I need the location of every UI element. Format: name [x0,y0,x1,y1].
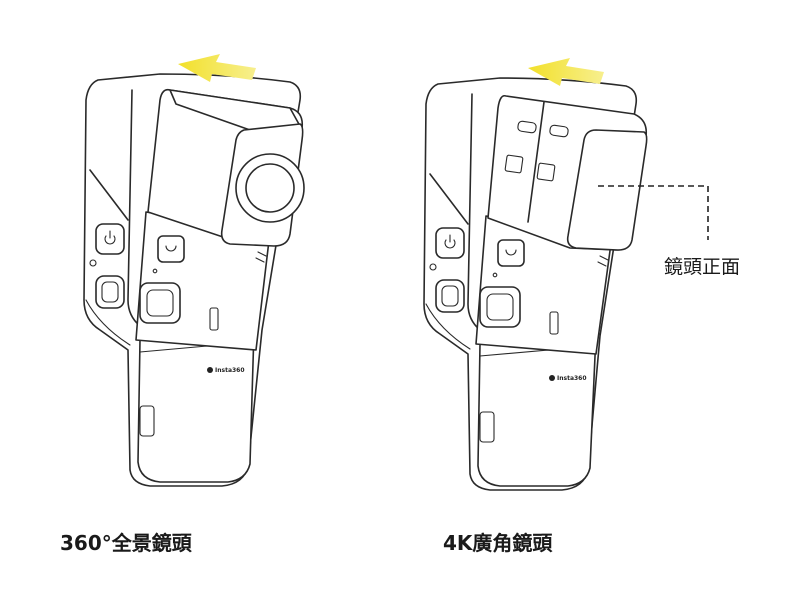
shutter-button-icon [101,281,119,303]
arrow-left-icon [528,58,604,86]
left-pouch-clip [139,405,155,437]
right-core-port [549,311,559,335]
power-icon [505,249,517,256]
power-icon [444,234,456,249]
right-indicator-light [429,263,437,271]
svg-text:Insta360: Insta360 [557,375,587,382]
right-case-lower-crease [425,303,471,350]
right-pouch [477,333,597,487]
right-core-shutter [479,286,521,328]
shutter-button-icon [486,293,514,321]
right-lens-seam [527,101,545,223]
right-core-vents [597,255,609,267]
right-power-button [435,227,465,259]
caption-4k-lens: 4K廣角鏡頭 [443,531,553,555]
camera-4k-illustration: Insta360 [423,77,709,491]
right-brand-logo: Insta360 [549,375,587,382]
left-shutter-button [95,275,125,309]
left-case-lower-crease [85,299,131,346]
left-case-side-crease [89,169,129,221]
power-icon [104,230,116,245]
right-core-power [497,239,525,267]
right-lens-square-b [536,162,556,182]
left-power-button [95,223,125,255]
left-indicator-light [89,259,97,267]
right-pouch-clip [479,411,495,443]
right-case-side-crease [429,173,469,225]
power-icon [165,245,177,252]
shutter-button-icon [441,285,459,307]
right-lens-slot-b [549,124,569,138]
right-shutter-button [435,279,465,313]
arrow-left-icon [178,54,256,82]
svg-text:Insta360: Insta360 [215,367,245,374]
right-lens-square-a [504,154,524,174]
left-core-led [152,268,158,274]
caption-360-lens: 360°全景鏡頭 [60,531,192,555]
left-core-shutter [139,282,181,324]
left-core-power [157,235,185,263]
right-core-led [492,272,498,278]
left-pouch [137,329,255,483]
left-brand-logo: Insta360 [207,367,245,374]
lens-front-label: 鏡頭正面 [664,256,741,278]
left-core-port [209,307,219,331]
front-callout-line [598,185,709,240]
right-lens-slot-a [517,120,537,134]
right-lens-front-face [566,129,648,251]
left-core-vents [255,251,267,263]
left-fisheye-inner [245,163,295,213]
shutter-button-icon [146,289,174,317]
camera-360-illustration: Insta360 [83,73,305,487]
